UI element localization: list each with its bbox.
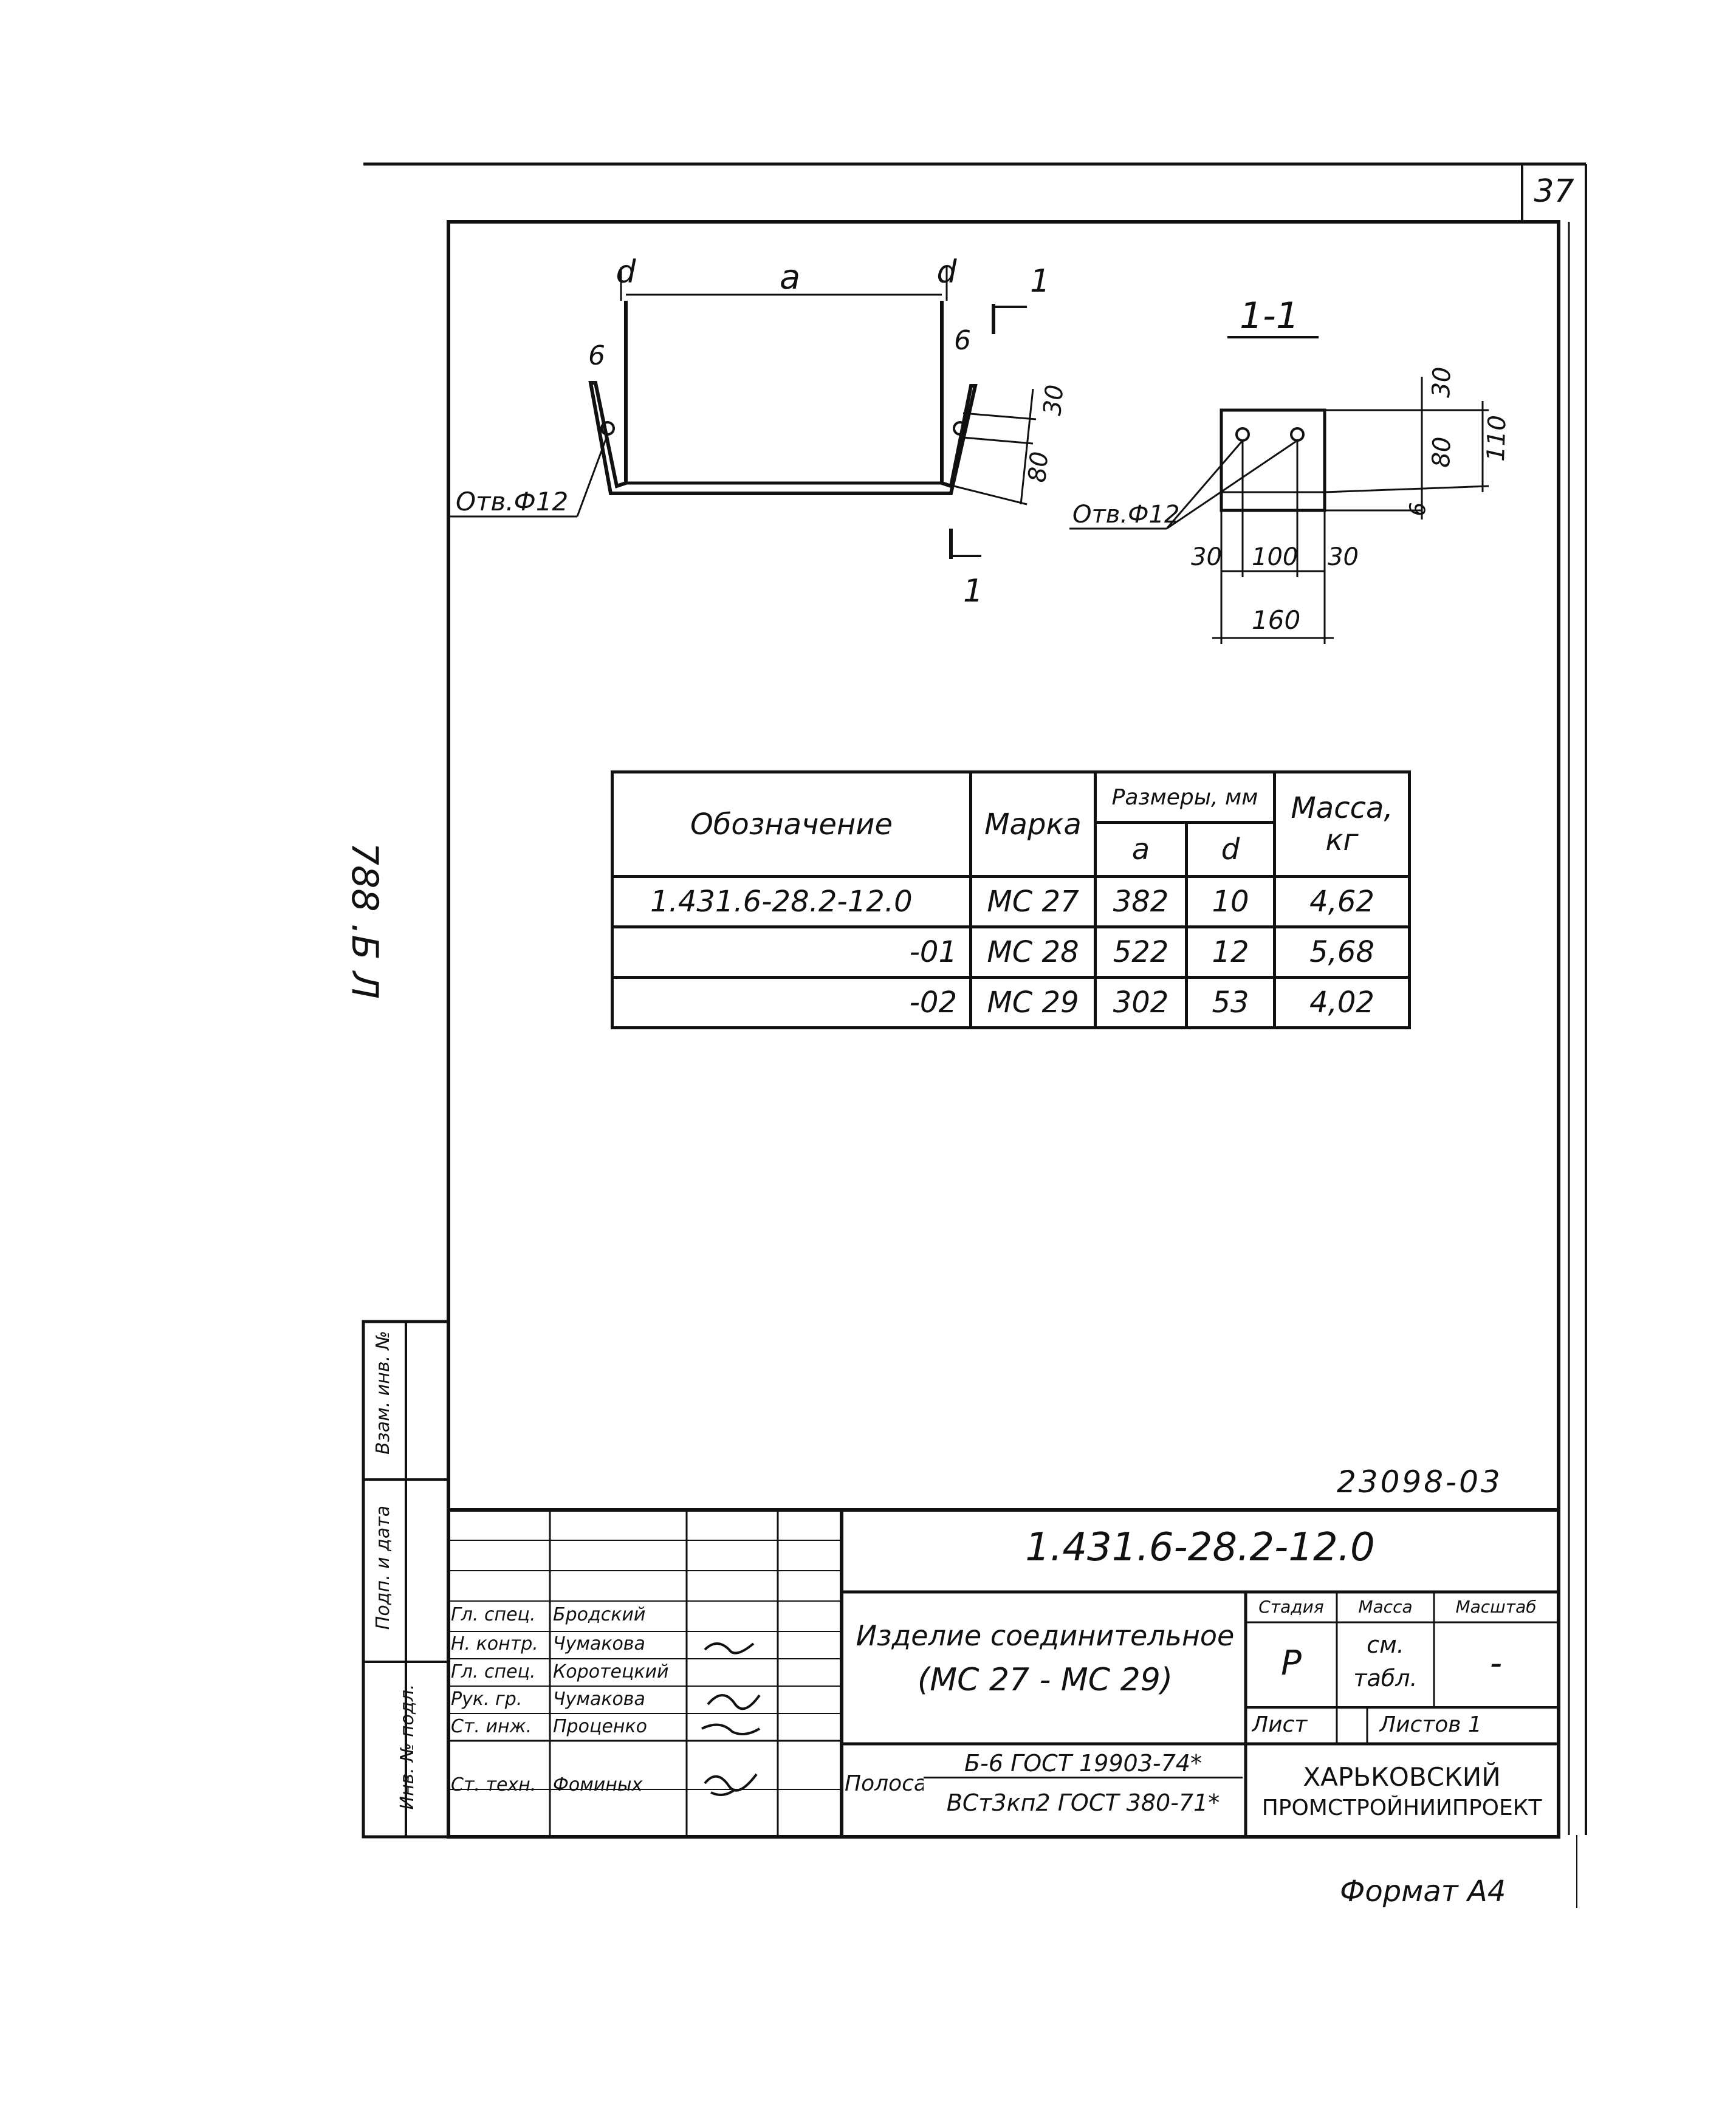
signature-name: Бродский [553, 1604, 646, 1625]
header-dim-d: d [1184, 821, 1277, 878]
cell-designation: -02 [611, 976, 972, 1029]
mass-value-line1: см. [1367, 1631, 1404, 1658]
signature-name: Чумакова [553, 1689, 645, 1710]
cell-a: 302 [1094, 976, 1188, 1029]
sheets-label: Листов 1 [1379, 1712, 1482, 1737]
handwritten-signatures [701, 1642, 761, 1796]
signature-role: Ст. техн. [451, 1774, 537, 1795]
cell-designation: 1.431.6-28.2-12.0 [611, 875, 972, 928]
section-dim-30-left: 30 [1191, 543, 1222, 571]
document-code: 1.431.6-28.2-12.0 [1025, 1525, 1375, 1570]
product-name-line1: Изделие соединительное [856, 1619, 1235, 1652]
material-line1: Б-6 ГОСТ 19903-74* [924, 1750, 1243, 1778]
dim-80: 80 [1023, 450, 1054, 484]
header-mark: Марка [969, 770, 1097, 878]
organization-line1: ХАРЬКОВСКИЙ [1303, 1762, 1501, 1792]
product-name-line2: (МС 27 - МС 29) [917, 1662, 1173, 1698]
mass-value-line2: табл. [1353, 1665, 1418, 1692]
cell-d: 53 [1184, 976, 1277, 1029]
dim-6-left: 6 [588, 340, 605, 371]
cell-a: 522 [1094, 925, 1188, 979]
signature-name: Коротецкий [553, 1661, 669, 1682]
part-drawing: a d d 6 6 30 80 Отв.Ф12 1 1 [450, 254, 1069, 609]
section-dim-160: 160 [1252, 605, 1300, 635]
hole-label-left: Отв.Ф12 [456, 487, 568, 516]
cell-mass: 4,62 [1273, 875, 1412, 928]
organization-line2: ПРОМСТРОЙНИИПРОЕКТ [1261, 1795, 1542, 1820]
cell-mark: МС 29 [969, 976, 1097, 1029]
material-line2: ВСт3кп2 ГОСТ 380-71* [946, 1789, 1220, 1816]
dim-30: 30 [1038, 383, 1069, 417]
hole-right [953, 421, 967, 436]
section-mark-bottom: 1 [963, 573, 983, 609]
dim-6-right: 6 [954, 325, 971, 356]
cell-mark: МС 27 [969, 875, 1097, 928]
signature-name: Фоминых [553, 1774, 643, 1795]
table-row: -01 МС 28 522 12 5,68 [611, 925, 1412, 979]
cell-a: 382 [1094, 875, 1188, 928]
section-dim-80: 80 [1427, 436, 1456, 468]
signature-role: Гл. спец. [451, 1661, 536, 1682]
section-dim-30-right: 30 [1328, 543, 1359, 571]
section-title: 1-1 [1240, 295, 1299, 337]
section-dim-30-top: 30 [1427, 366, 1456, 398]
label-d-right: d [936, 254, 957, 290]
cell-mark: МС 28 [969, 925, 1097, 979]
signature-role: Ст. инж. [451, 1716, 532, 1737]
sheet-label: Лист [1252, 1712, 1308, 1737]
table-row: 1.431.6-28.2-12.0 МС 27 382 10 4,62 [611, 875, 1412, 928]
format-label: Формат А4 [1340, 1874, 1506, 1908]
header-mass: Масса, кг [1273, 770, 1412, 878]
signature-role: Н. контр. [451, 1633, 538, 1655]
signature-name: Чумакова [553, 1633, 645, 1655]
section-view: 1-1 30 80 6 110 30 100 30 160 Отв.Ф12 [1069, 295, 1512, 644]
header-dim-a: a [1094, 821, 1188, 878]
stage-label: Стадия [1258, 1597, 1324, 1617]
section-plate [1220, 408, 1326, 512]
signature-name: Проценко [553, 1716, 647, 1737]
scale-label: Масштаб [1455, 1597, 1537, 1617]
section-dim-110: 110 [1482, 414, 1512, 462]
signature-role: Рук. гр. [451, 1689, 523, 1710]
header-designation: Обозначение [611, 770, 972, 878]
cell-d: 10 [1184, 875, 1277, 928]
signature-role: Гл. спец. [451, 1604, 536, 1625]
stage-value: Р [1281, 1644, 1302, 1683]
scale-value: - [1489, 1644, 1503, 1683]
material-label: Полоса [845, 1771, 924, 1796]
mass-label: Масса [1358, 1597, 1413, 1617]
section-hole-label: Отв.Ф12 [1072, 501, 1179, 529]
section-dim-6: 6 [1405, 502, 1431, 516]
cell-mass: 4,02 [1273, 976, 1412, 1029]
section-dim-100: 100 [1252, 543, 1298, 571]
cell-designation: -01 [611, 925, 972, 979]
table-row: -02 МС 29 302 53 4,02 [611, 976, 1412, 1029]
label-d-left: d [616, 254, 636, 290]
spec-table: Обозначение Марка Размеры, мм Масса, кг … [611, 770, 1412, 1029]
cell-mass: 5,68 [1273, 925, 1412, 979]
section-mark-top: 1 [1030, 263, 1050, 300]
sheet-number: 37 [1534, 173, 1574, 210]
label-a: a [780, 258, 800, 297]
header-dimensions: Размеры, мм [1093, 770, 1277, 824]
cell-d: 12 [1184, 925, 1277, 979]
order-number: 23098-03 [1337, 1464, 1503, 1500]
